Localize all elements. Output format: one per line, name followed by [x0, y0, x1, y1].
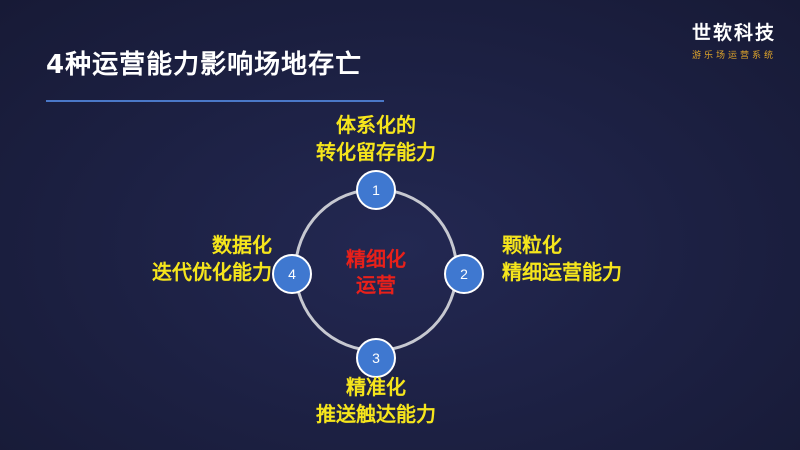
company-logo: 世软科技 游乐场运营系统 — [688, 18, 780, 61]
center-label: 精细化 运营 — [326, 246, 426, 298]
slide-title: 4种运营能力影响场地存亡 — [46, 50, 363, 80]
ability-4-line1: 数据化 — [212, 233, 272, 257]
title-underline — [46, 100, 384, 102]
ability-label-3: 精准化 推送触达能力 — [276, 374, 476, 428]
ability-1-line1: 体系化的 — [336, 113, 416, 137]
ability-1-line2: 转化留存能力 — [316, 140, 436, 164]
cycle-node-3: 3 — [356, 338, 396, 378]
cycle-node-2: 2 — [444, 254, 484, 294]
logo-tagline: 游乐场运营系统 — [691, 51, 776, 61]
logo-name: 世软科技 — [691, 22, 776, 44]
cycle-node-1: 1 — [356, 170, 396, 210]
cycle-node-4: 4 — [272, 254, 312, 294]
ability-3-line2: 推送触达能力 — [316, 402, 436, 426]
ability-label-2: 颗粒化 精细运营能力 — [502, 232, 622, 286]
ability-2-line2: 精细运营能力 — [502, 260, 622, 284]
center-label-line2: 运营 — [356, 273, 396, 297]
ability-label-1: 体系化的 转化留存能力 — [276, 112, 476, 166]
ability-2-line1: 颗粒化 — [502, 233, 562, 257]
ability-3-line1: 精准化 — [346, 375, 406, 399]
center-label-line1: 精细化 — [346, 247, 406, 271]
ability-4-line2: 迭代优化能力 — [152, 260, 272, 284]
ability-label-4: 数据化 迭代优化能力 — [106, 232, 272, 286]
